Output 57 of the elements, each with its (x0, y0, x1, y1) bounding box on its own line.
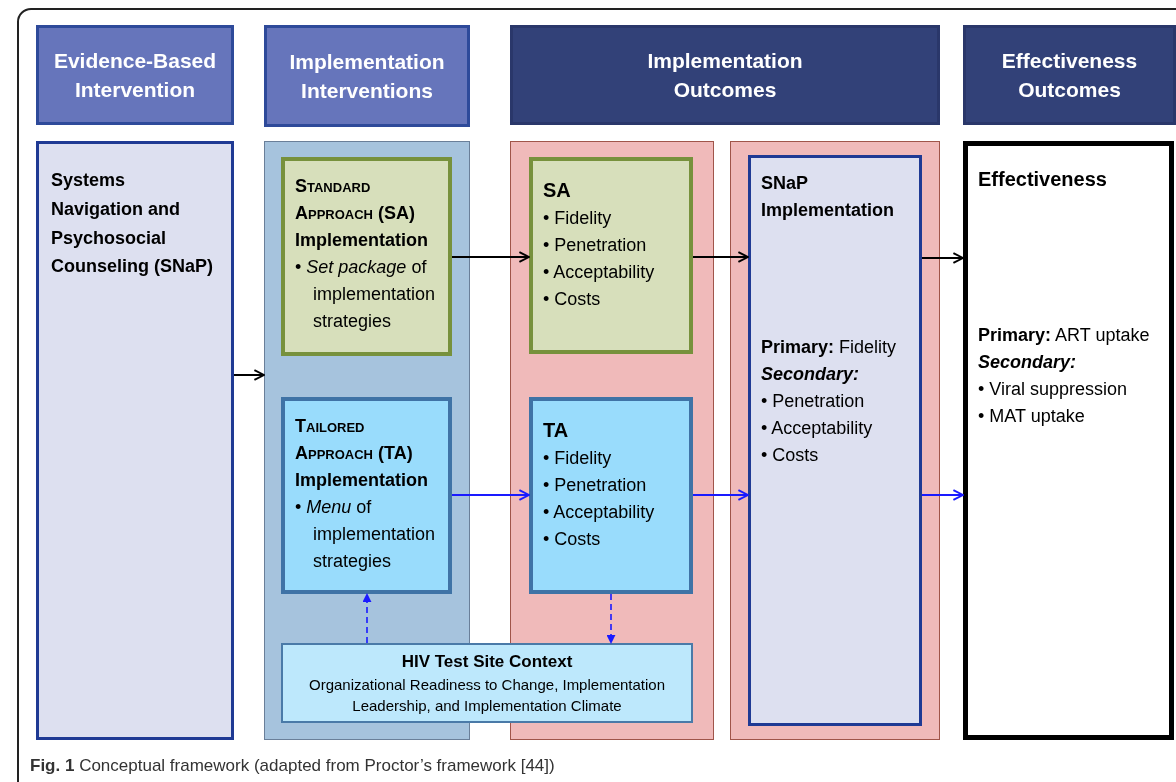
heading-text: Tailored Approach (TA) (295, 415, 414, 465)
arrow (692, 251, 749, 263)
list-item: • Fidelity (543, 447, 613, 470)
list-item: • Viral suppression (978, 378, 1129, 401)
list-item: • Acceptability (543, 261, 656, 284)
header-text: Implementation Interventions (288, 48, 446, 104)
list-item: • Costs (543, 528, 602, 551)
arrow (921, 252, 964, 264)
list-item: • Penetration (543, 474, 648, 497)
body-text: Primary: ART uptake (978, 324, 1151, 347)
outcome-box (748, 155, 922, 726)
header-text: Implementation Outcomes (646, 47, 804, 103)
column-header (510, 25, 940, 125)
list-item: • MAT uptake (978, 405, 1086, 428)
arrow (451, 251, 530, 263)
body-text: Organizational Readiness to Change, Implementation Leadership, and Implementation Climate (307, 674, 666, 716)
body-text: Implementation (295, 469, 429, 492)
context-box (281, 643, 693, 723)
list-item: • Menu of implementation strategies (295, 496, 437, 573)
outcome-box (529, 397, 693, 594)
list-item: • Penetration (543, 234, 648, 257)
column-header (264, 25, 470, 127)
arrow (606, 593, 616, 644)
arrow (692, 489, 749, 501)
list-item: • Costs (543, 288, 602, 311)
body-text: Implementation (295, 229, 429, 252)
header-text: Evidence-Based Intervention (52, 47, 218, 103)
body-text: Secondary: (761, 363, 861, 386)
arrow (233, 369, 265, 381)
column-header (963, 25, 1176, 125)
list-item: • Acceptability (543, 501, 656, 524)
list-item: • Acceptability (761, 417, 874, 440)
body-text: Secondary: (978, 351, 1078, 374)
list-item: • Set package of implementation strategies (295, 256, 437, 333)
list-item: • Fidelity (543, 207, 613, 230)
heading-text: HIV Test Site Context (400, 651, 574, 673)
column-header (36, 25, 234, 125)
body-text: Primary: Fidelity (761, 336, 898, 359)
header-text: Effectiveness Outcomes (1000, 47, 1139, 103)
list-item: • Penetration (761, 390, 866, 413)
panel (730, 141, 940, 740)
figure-caption: Fig. 1 Conceptual framework (adapted from Proctor’s framework [44]) (30, 756, 555, 776)
heading-text: SA (543, 178, 572, 203)
list-item: • Costs (761, 444, 820, 467)
heading-text: SNaP Implementation (761, 172, 895, 222)
approach-box (281, 157, 452, 356)
heading-text: TA (543, 418, 570, 443)
intervention-box (36, 141, 234, 740)
arrow (362, 593, 372, 644)
arrow (921, 489, 964, 501)
heading-text: Systems Navigation and Psychosocial Counseling (SNaP) (51, 169, 214, 279)
arrow (451, 489, 530, 501)
approach-box (281, 397, 452, 594)
outcome-box (529, 157, 693, 354)
heading-text: Effectiveness (978, 167, 1108, 192)
outcome-box (963, 141, 1174, 740)
heading-text: Standard Approach (SA) (295, 175, 416, 225)
